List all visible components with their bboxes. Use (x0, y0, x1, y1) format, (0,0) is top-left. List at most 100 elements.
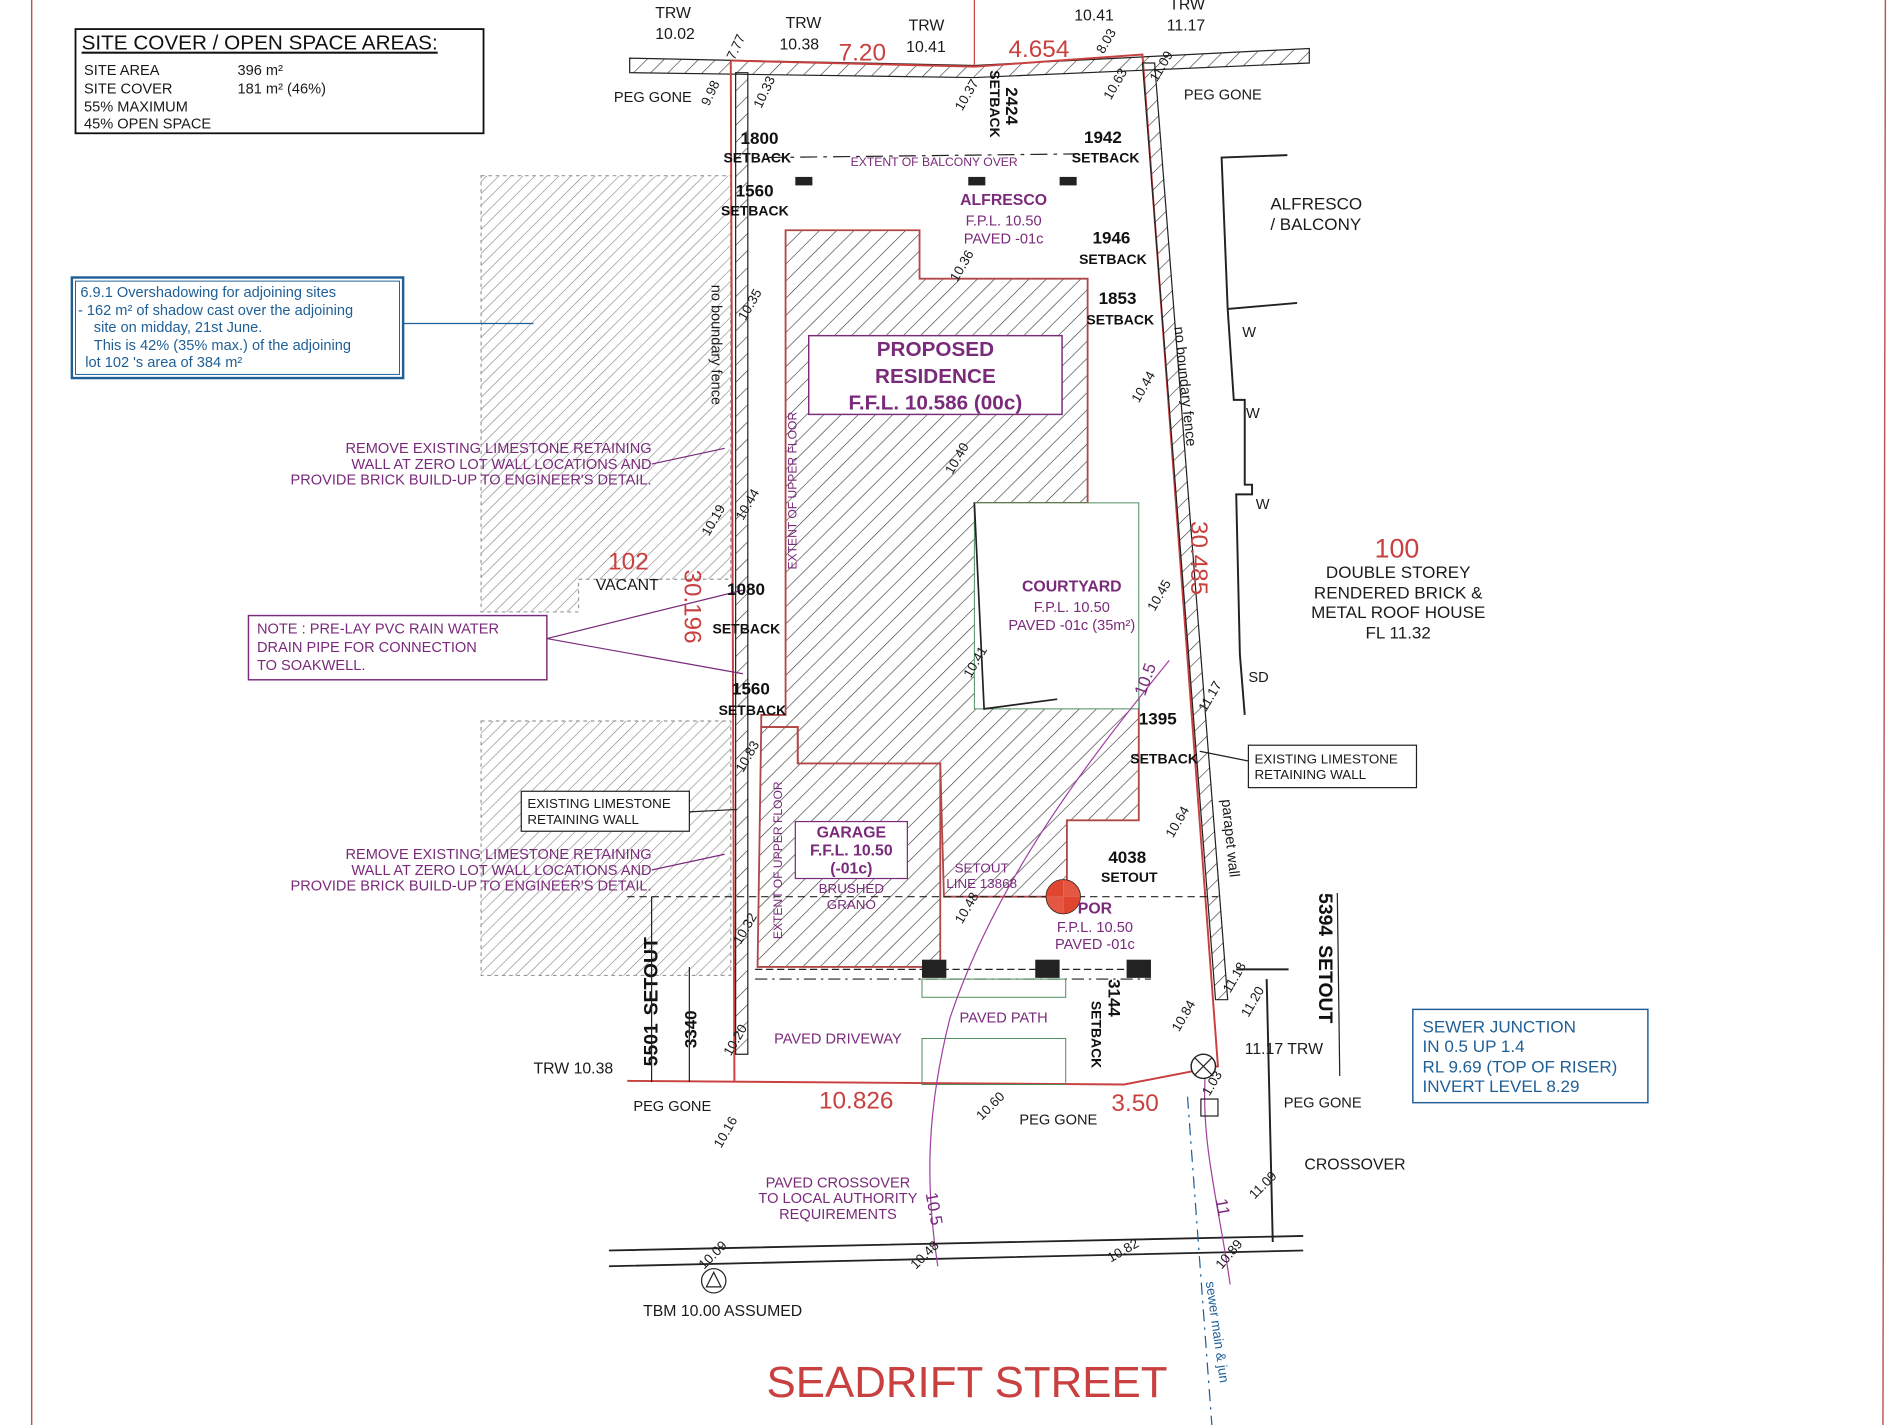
plan-label: EXISTING LIMESTONE (527, 796, 670, 811)
boundary-dim-bottom-left: 10.826 (819, 1088, 893, 1115)
plan-label: 10.60 (973, 1089, 1007, 1123)
garage-ffl: F.F.L. 10.50 (810, 843, 893, 860)
lot-102-number: 102 (608, 549, 649, 576)
contour-label: 10.5 (922, 1191, 947, 1227)
peg-gone: PEG GONE (1284, 1096, 1362, 1112)
plan-label: WALL AT ZERO LOT WALL LOCATIONS AND (351, 863, 651, 879)
residence-label: PROPOSED (877, 338, 994, 361)
street-name: SEADRIFT STREET (767, 1358, 1168, 1407)
balcony-extent-label: EXTENT OF BALCONY OVER (851, 155, 1018, 169)
courtyard-paved: PAVED -01c (35m²) (1008, 618, 1135, 634)
setout-line-label: SETOUT (955, 860, 1009, 875)
trw-bottom-left: TRW 10.38 (533, 1061, 613, 1078)
paved-path-label: PAVED PATH (960, 1011, 1048, 1027)
open-space-label: 45% OPEN SPACE (84, 116, 211, 132)
garage-finish-2: GRANO (827, 897, 876, 912)
courtyard-area (973, 502, 1140, 710)
pvc-note: NOTE : PRE-LAY PVC RAIN WATER DRAIN PIPE… (247, 589, 744, 681)
plan-label: SEWER JUNCTION (1423, 1017, 1576, 1036)
por-marker (1045, 879, 1081, 915)
lot-100-desc-2: RENDERED BRICK & (1314, 584, 1483, 603)
site-cover-value: 181 m² (46%) (238, 81, 326, 97)
boundary-dim-top-left: 7.20 (839, 40, 886, 67)
site-cover-label: SITE COVER (84, 81, 172, 97)
window-mark: W (1246, 406, 1260, 422)
lot-100-desc: DOUBLE STOREY (1326, 563, 1471, 582)
peg-gone: PEG GONE (614, 90, 692, 106)
contour-label: 11 (1212, 1197, 1234, 1218)
upper-floor-extent-label-2: EXTENT OF UPPER FLOOR (771, 781, 785, 939)
neighbour-balcony: / BALCONY (1270, 215, 1361, 234)
plan-label: 10.33 (750, 74, 778, 111)
plan-label: 1560 (736, 181, 774, 200)
plan-label: 10.44 (1128, 368, 1158, 405)
trw-bottom-right: 11.17 TRW (1245, 1041, 1323, 1058)
paved-path-area (921, 978, 1067, 998)
plan-label: 1080 (727, 580, 765, 599)
plan-label: RETAINING WALL (1254, 767, 1366, 782)
window-mark: W (1242, 325, 1256, 341)
plan-label: SETBACK (1072, 149, 1140, 165)
alfresco-paved: PAVED -01c (964, 232, 1044, 248)
existing-wall-note-right: EXISTING LIMESTONE RETAINING WALL (1199, 744, 1418, 789)
plan-label: 6.9.1 Overshadowing for adjoining sites (80, 285, 336, 301)
plan-label: 10.41 (1074, 8, 1114, 25)
site-cover-box: SITE COVER / OPEN SPACE AREAS: SITE AREA… (74, 28, 485, 135)
plan-label: REMOVE EXISTING LIMESTONE RETAINING (345, 847, 651, 863)
site-area-label: SITE AREA (84, 63, 160, 79)
plan-label: 10.64 (1162, 803, 1192, 840)
plan-label: 7.77 (724, 32, 749, 62)
plan-label: 10.02 (655, 26, 695, 43)
plan-label: 5394 (1314, 893, 1336, 936)
plan-label: 4038 (1108, 848, 1146, 867)
post (1126, 959, 1151, 978)
lot-100-number: 100 (1375, 533, 1420, 563)
plan-label: 10.41 (906, 39, 946, 56)
neighbour-alfresco: ALFRESCO (1270, 195, 1362, 214)
plan-label: TRW (909, 17, 945, 34)
page-border-right (1882, 0, 1887, 1425)
plan-label: 1395 (1139, 710, 1177, 729)
parapet-label: parapet wall (1218, 798, 1242, 878)
plan-label: WALL AT ZERO LOT WALL LOCATIONS AND (351, 457, 651, 473)
plan-label: 10.09 (695, 1238, 729, 1272)
left-retaining-wall (735, 72, 749, 1055)
plan-label: SETBACK (1086, 312, 1154, 328)
plan-label: lot 102 's area of 384 m² (85, 355, 242, 371)
plan-label: SETBACK (987, 70, 1003, 137)
plan-label: PROVIDE BRICK BUILD-UP TO ENGINEER'S DET… (290, 879, 651, 895)
setout-line-label-2: LINE 13868 (946, 876, 1017, 891)
plan-label: TRW (655, 5, 691, 22)
balcony-extent-line (767, 153, 1078, 159)
crossover-note-2: TO LOCAL AUTHORITY (758, 1191, 917, 1207)
remove-wall-note-2: REMOVE EXISTING LIMESTONE RETAINING WALL… (290, 847, 651, 894)
plan-label: 11.09 (1246, 1168, 1280, 1201)
lot-boundary (627, 0, 1219, 1086)
plan-label: 1853 (1099, 289, 1137, 308)
plan-label: TRW (1169, 0, 1205, 14)
por-paved: PAVED -01c (1055, 937, 1135, 953)
plan-label: SETBACK (713, 621, 781, 637)
residence-label-box (807, 334, 1063, 416)
plan-label: RETAINING WALL (527, 812, 639, 827)
post (795, 176, 813, 186)
plan-label: 11.17 (1167, 17, 1205, 34)
residence-label-2: RESIDENCE (875, 365, 996, 388)
paved-path-area (921, 1037, 1067, 1085)
residence-ffl: F.F.L. 10.586 (00c) (849, 392, 1023, 415)
por-fpl: F.P.L. 10.50 (1057, 920, 1133, 936)
shadow-area-lower (480, 720, 732, 977)
lot-100-fl: FL 11.32 (1366, 624, 1431, 643)
garage-finish: BRUSHED (819, 881, 885, 896)
plan-label: 3340 (682, 1010, 701, 1048)
boundary-dim-bottom-right: 3.50 (1111, 1090, 1158, 1117)
peg-gone: PEG GONE (633, 1099, 711, 1115)
alfresco-label: ALFRESCO (960, 192, 1047, 209)
plan-label: - 162 m² of shadow cast over the adjoini… (78, 303, 353, 319)
plan-label: DRAIN PIPE FOR CONNECTION (257, 640, 477, 656)
plan-label: RL 9.69 (TOP OF RISER) (1423, 1057, 1618, 1076)
site-area-value: 396 m² (238, 63, 284, 79)
tbm-label: TBM 10.00 ASSUMED (643, 1303, 802, 1320)
